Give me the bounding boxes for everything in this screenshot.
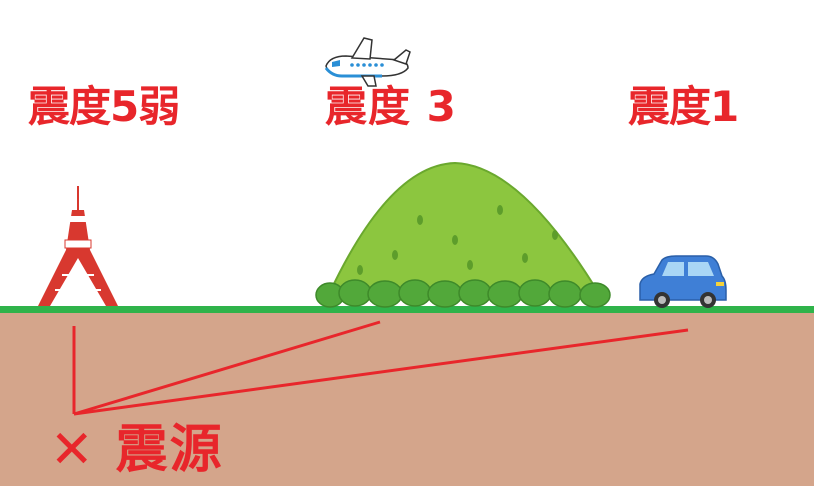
intensity-label-hill: 震度 3: [325, 82, 457, 131]
tokyo-tower-icon: [38, 186, 118, 306]
epicenter-label: ✕ 震源: [50, 420, 224, 480]
airplane-icon: [324, 37, 411, 87]
hill-icon: [315, 161, 611, 308]
grass-line: [0, 306, 814, 313]
intensity-label-car: 震度1: [628, 82, 739, 131]
car-icon: [639, 255, 727, 308]
wave-line-to-car: [73, 328, 689, 416]
wave-line-to-hill: [73, 320, 381, 416]
intensity-label-tower: 震度5弱: [28, 82, 180, 131]
seismic-wave-lines: [72, 320, 689, 416]
ground: [0, 312, 814, 486]
